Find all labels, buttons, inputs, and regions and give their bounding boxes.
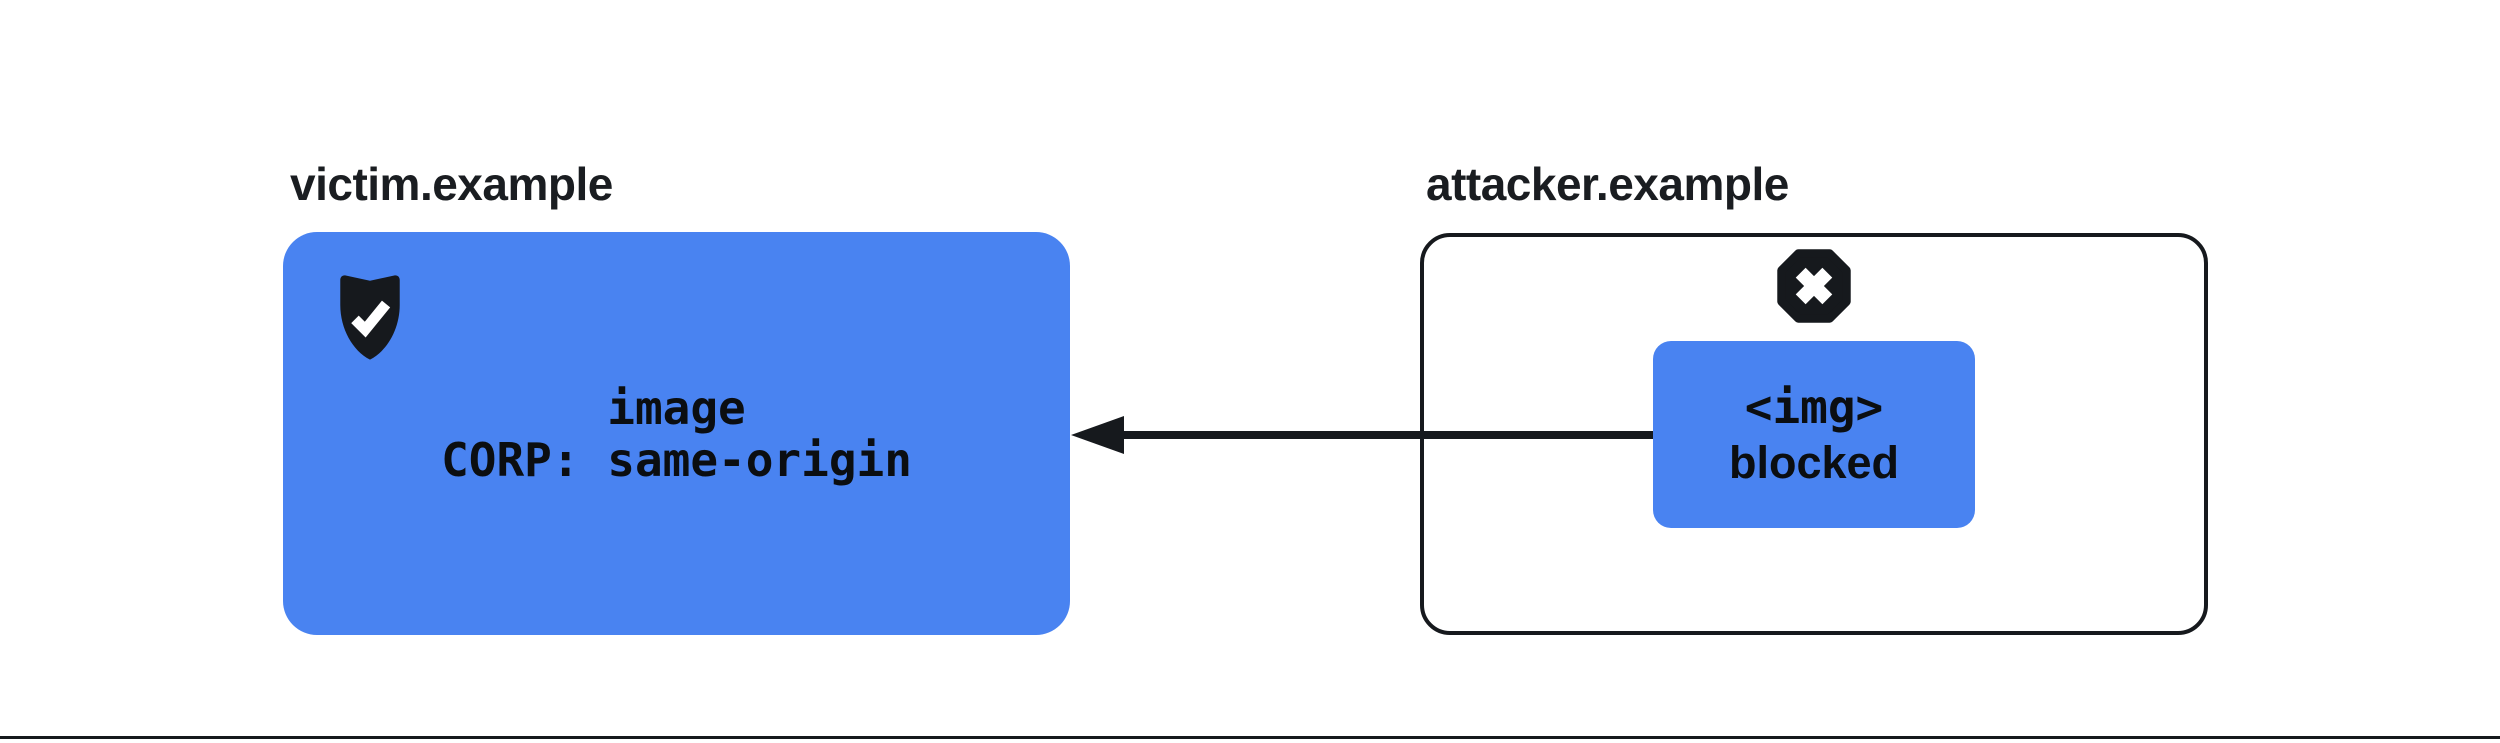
x-octagon-blocked-icon [1777,249,1851,323]
blocked-status-text: blocked [1728,436,1900,488]
img-tag-text: <img> [1744,379,1884,434]
attacker-domain-label: attacker.example [1426,158,1789,210]
shield-check-icon [340,275,400,360]
victim-card-text: image CORP: same-origin [283,232,1070,635]
bottom-divider [0,736,2500,739]
blocked-request-arrow [1071,416,1659,454]
victim-domain-label: victim.example [290,158,613,210]
corp-header-text: CORP: same-origin [441,432,912,487]
victim-resource-card: image CORP: same-origin [283,232,1070,635]
resource-type-text: image [607,380,746,435]
img-embed-card: <img> blocked [1653,341,1975,528]
